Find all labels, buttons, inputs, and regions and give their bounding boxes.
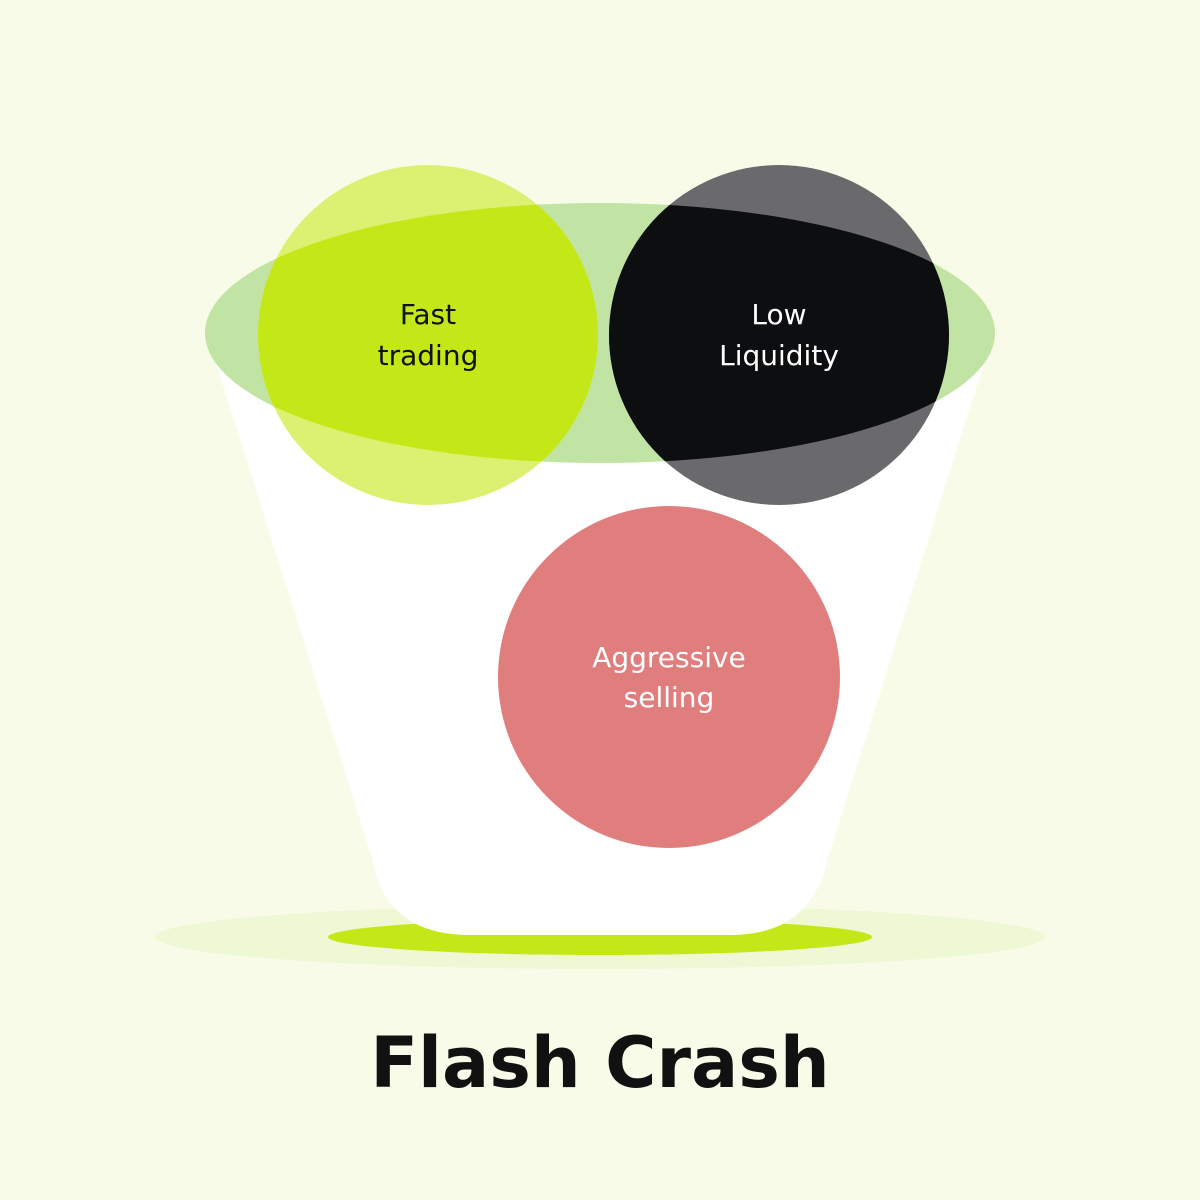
aggressive-selling-circle	[498, 506, 840, 848]
fast-trading-label-line1: Fast	[400, 298, 456, 331]
fast-trading-circle	[258, 165, 598, 505]
fast-trading-label-line2: trading	[378, 339, 479, 372]
aggressive-selling-label-line2: selling	[624, 681, 715, 714]
low-liquidity-label-line1: Low	[751, 298, 806, 331]
low-liquidity-circle	[609, 165, 949, 505]
diagram-title: Flash Crash	[370, 1022, 830, 1104]
low-liquidity-label-line2: Liquidity	[719, 339, 839, 372]
aggressive-selling-label-line1: Aggressive	[592, 641, 746, 674]
